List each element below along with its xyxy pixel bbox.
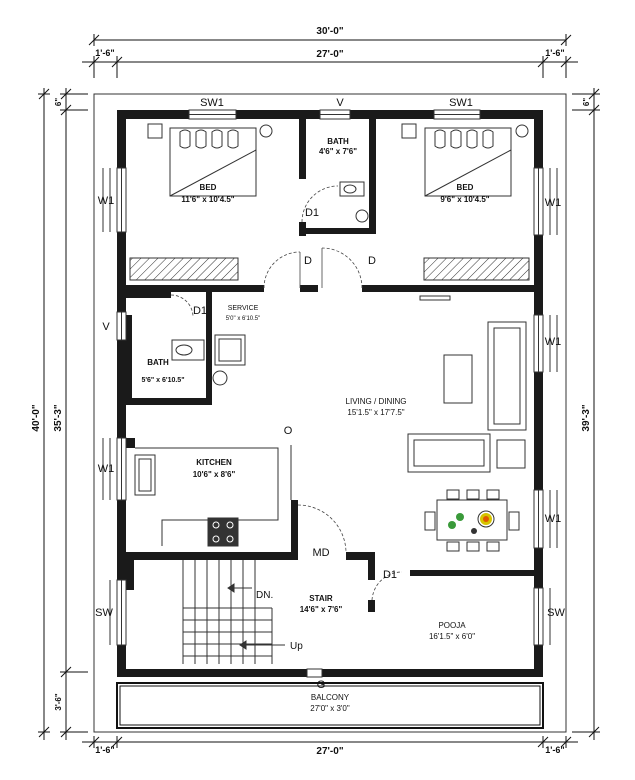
dim-left-total: 40'-0" <box>31 404 42 431</box>
dim-right-inner: 39'-3" <box>581 404 592 431</box>
room-kitchen-name: KITCHEN <box>196 458 232 467</box>
room-kitchen-size: 10'6" x 8'6" <box>193 470 236 479</box>
dim-right-top-small: 6" <box>582 98 591 106</box>
dim-top-left: 1'-6" <box>95 48 114 58</box>
room-stair-name: STAIR <box>309 594 333 603</box>
opening-labels: SW1 V SW1 W1 W1 D1 D D D1 V W1 O W1 W1 M… <box>95 97 565 691</box>
room-bed-left-size: 11'6" x 10'4.5" <box>181 195 234 204</box>
label-sw-right: SW <box>547 607 565 619</box>
room-living-size: 15'1.5" x 17'7.5" <box>347 408 404 417</box>
label-d1-bath: D1 <box>305 207 319 219</box>
label-sw-left: SW <box>95 607 113 619</box>
room-service-size: 5'0" x 6'10.5" <box>226 316 261 322</box>
dimension-lines <box>38 34 600 748</box>
windows <box>102 109 558 646</box>
room-balcony-size: 27'0" x 3'0" <box>310 704 350 713</box>
balcony <box>116 668 544 729</box>
room-bed-left-name: BED <box>200 183 217 192</box>
dim-left-inner: 35'-3" <box>53 404 64 431</box>
room-bath-top-size: 4'6" x 7'6" <box>319 147 357 156</box>
label-md: MD <box>312 547 329 559</box>
label-o: O <box>284 425 293 437</box>
dim-bottom-right: 1'-6" <box>545 745 564 755</box>
door-swings <box>170 185 403 601</box>
label-sw1-right: SW1 <box>449 97 473 109</box>
furniture <box>129 123 530 664</box>
table-plants <box>448 510 495 534</box>
label-w1-right-mid: W1 <box>545 336 562 348</box>
label-d1-service: D1 <box>193 305 207 317</box>
label-w1-right-dining: W1 <box>545 513 562 525</box>
dimension-labels: 30'-0" 1'-6" 27'-0" 1'-6" 1'-6" 27'-0" 1… <box>31 26 592 757</box>
room-bed-right-name: BED <box>457 183 474 192</box>
label-d-right: D <box>368 255 376 267</box>
dim-bottom-middle: 27'-0" <box>316 746 343 757</box>
dim-top-right: 1'-6" <box>545 48 564 58</box>
plot-boundary <box>93 93 567 733</box>
room-labels: BED 11'6" x 10'4.5" BATH 4'6" x 7'6" BED… <box>141 137 489 713</box>
room-living-name: LIVING / DINING <box>346 397 407 406</box>
room-bath-top-name: BATH <box>327 137 349 146</box>
room-pooja-size: 16'1.5" x 6'0" <box>429 632 475 641</box>
room-bath-left-name: BATH <box>147 358 169 367</box>
dim-top-middle: 27'-0" <box>316 49 343 60</box>
room-pooja-name: POOJA <box>438 621 466 630</box>
room-stair-size: 14'6" x 7'6" <box>300 605 343 614</box>
room-bath-left-size: 5'6" x 6'10.5" <box>141 377 184 384</box>
room-balcony-name: BALCONY <box>311 693 350 702</box>
stair-down-label: DN. <box>256 590 273 601</box>
label-v-left: V <box>102 321 110 333</box>
label-d-left: D <box>304 255 312 267</box>
label-v-top: V <box>336 97 344 109</box>
dim-left-bottom: 3'-6" <box>54 693 63 710</box>
dim-left-top-small: 6" <box>54 98 63 106</box>
dim-bottom-left: 1'-6" <box>95 745 114 755</box>
label-sw1-left: SW1 <box>200 97 224 109</box>
label-w1-right-top: W1 <box>545 197 562 209</box>
room-service-name: SERVICE <box>228 305 259 312</box>
walls <box>117 110 543 677</box>
label-d1-pooja: D1 <box>383 569 397 581</box>
label-g: G <box>317 679 326 691</box>
label-w1-left-top: W1 <box>98 195 115 207</box>
stair-up-label: Up <box>290 641 303 652</box>
dim-top-total: 30'-0" <box>316 26 343 37</box>
label-w1-left-kitchen: W1 <box>98 463 115 475</box>
room-bed-right-size: 9'6" x 10'4.5" <box>440 195 489 204</box>
